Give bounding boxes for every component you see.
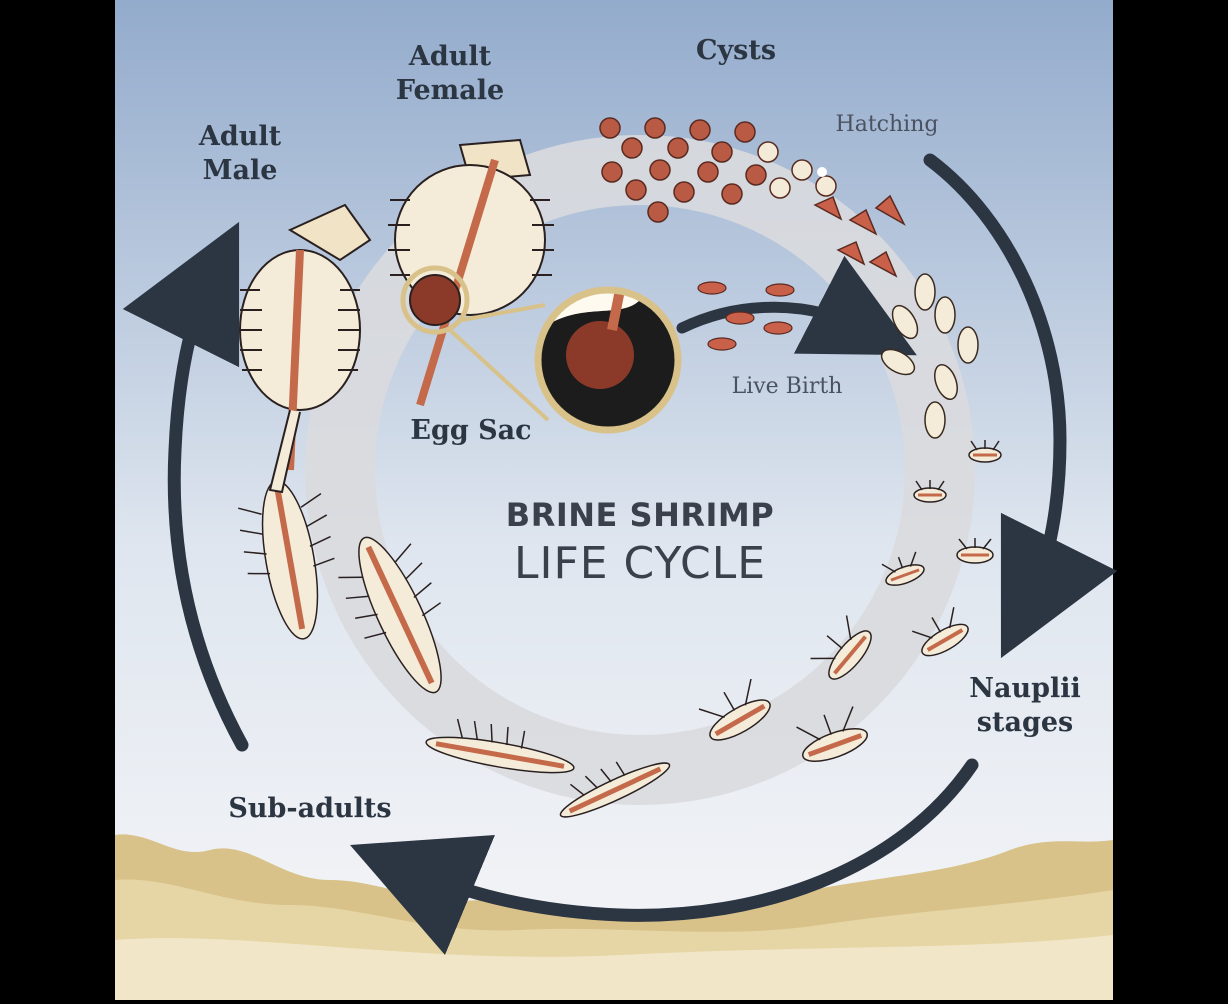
label-adult-female: Adult Female xyxy=(395,41,505,106)
label-sub-adults: Sub-adults xyxy=(228,793,392,824)
cysts-cluster xyxy=(599,117,837,223)
diagram-title-line1: BRINE SHRIMP xyxy=(505,496,775,534)
arrow-live-birth xyxy=(676,255,917,356)
adult-male-shrimp xyxy=(239,203,372,494)
label-cysts: Cysts xyxy=(695,35,777,66)
sub-adult-shrimp xyxy=(238,480,671,818)
adult-female-shrimp xyxy=(388,138,554,407)
arrow-hatching-to-nauplii xyxy=(923,153,1118,659)
egg-sac-zoom xyxy=(448,286,682,434)
label-egg-sac: Egg Sac xyxy=(410,415,532,446)
nauplii-shrimp xyxy=(698,440,1002,762)
label-live-birth: Live Birth xyxy=(731,374,843,399)
diagram-title-line2: LIFE CYCLE xyxy=(513,538,767,589)
label-nauplii-stages: Nauplii stages xyxy=(969,673,1081,738)
live-birth-nauplii xyxy=(697,281,795,351)
label-adult-male: Adult Male xyxy=(198,121,282,186)
hatching-embryos xyxy=(813,194,906,278)
pale-larvae xyxy=(880,273,979,439)
arrow-subadults-to-adults xyxy=(122,221,249,752)
arrow-nauplii-to-subadults xyxy=(349,758,979,955)
label-hatching: Hatching xyxy=(835,112,939,137)
